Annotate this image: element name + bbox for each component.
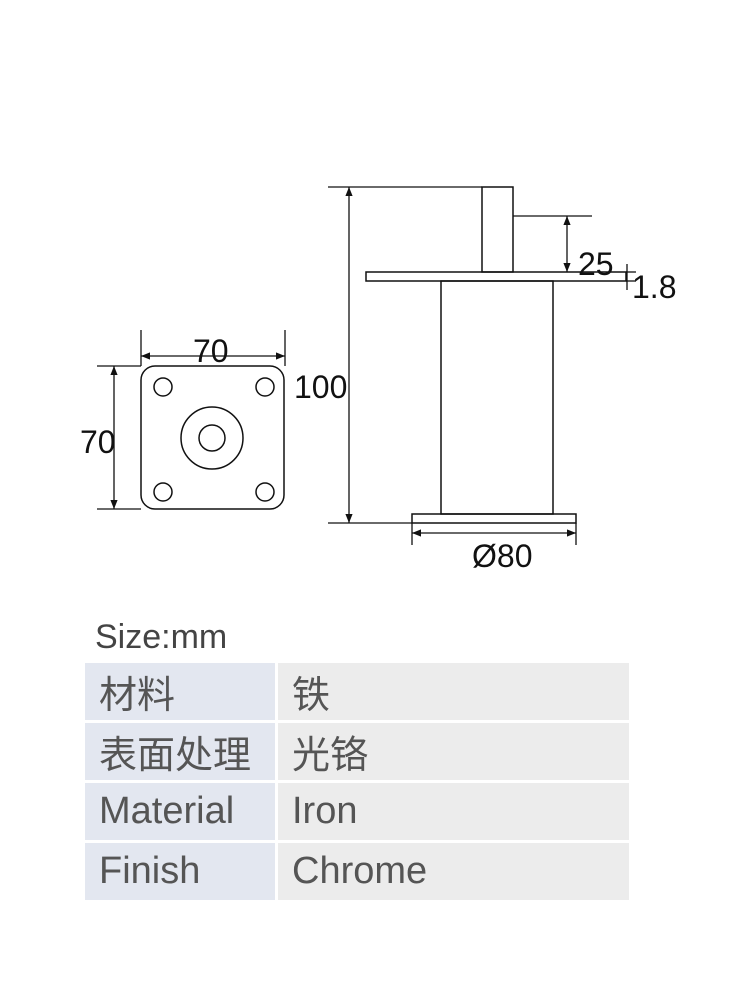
side-view-leg (365, 186, 627, 524)
top-view-plate (140, 365, 285, 510)
screw-hole-top-right (255, 377, 275, 397)
screw-hole-bottom-left (153, 482, 173, 502)
total-height-dimension (328, 186, 482, 524)
flange-thickness-label: 1.8 (632, 269, 676, 305)
plate-height-dimension (97, 365, 141, 510)
table-row: 表面处理 光铬 (85, 723, 629, 780)
leg-body (440, 280, 554, 515)
center-boss-outer (180, 406, 244, 470)
spec-key: Finish (85, 843, 275, 900)
screw-hole-top-left (153, 377, 173, 397)
base-diameter-label: Ø80 (472, 538, 532, 574)
spec-key: Material (85, 783, 275, 840)
total-height-label: 100 (294, 369, 347, 405)
table-row: 材料 铁 (85, 663, 629, 720)
spec-key: 表面处理 (85, 723, 275, 780)
plate-width-dimension (140, 330, 286, 366)
threaded-stem (481, 186, 514, 273)
spec-value: Iron (278, 783, 629, 840)
stem-length-dimension (513, 215, 592, 272)
flange-thickness-dimension (626, 264, 636, 290)
foot-base (411, 513, 577, 524)
plate-width-label: 70 (193, 333, 229, 369)
spec-value: 光铬 (278, 723, 629, 780)
size-unit-label: Size:mm (95, 618, 228, 656)
base-diameter-dimension (411, 523, 577, 545)
spec-key: 材料 (85, 663, 275, 720)
center-boss-inner (198, 424, 226, 452)
plate-height-label: 70 (80, 424, 116, 460)
stem-length-label: 25 (578, 246, 614, 282)
spec-value: Chrome (278, 843, 629, 900)
spec-value: 铁 (278, 663, 629, 720)
spec-table: 材料 铁 表面处理 光铬 Material Iron Finish Chrome (82, 660, 632, 903)
screw-hole-bottom-right (255, 482, 275, 502)
technical-drawing: 70 70 100 25 1.8 Ø80 (80, 186, 676, 574)
table-row: Material Iron (85, 783, 629, 840)
table-row: Finish Chrome (85, 843, 629, 900)
plate-outline (140, 365, 285, 510)
